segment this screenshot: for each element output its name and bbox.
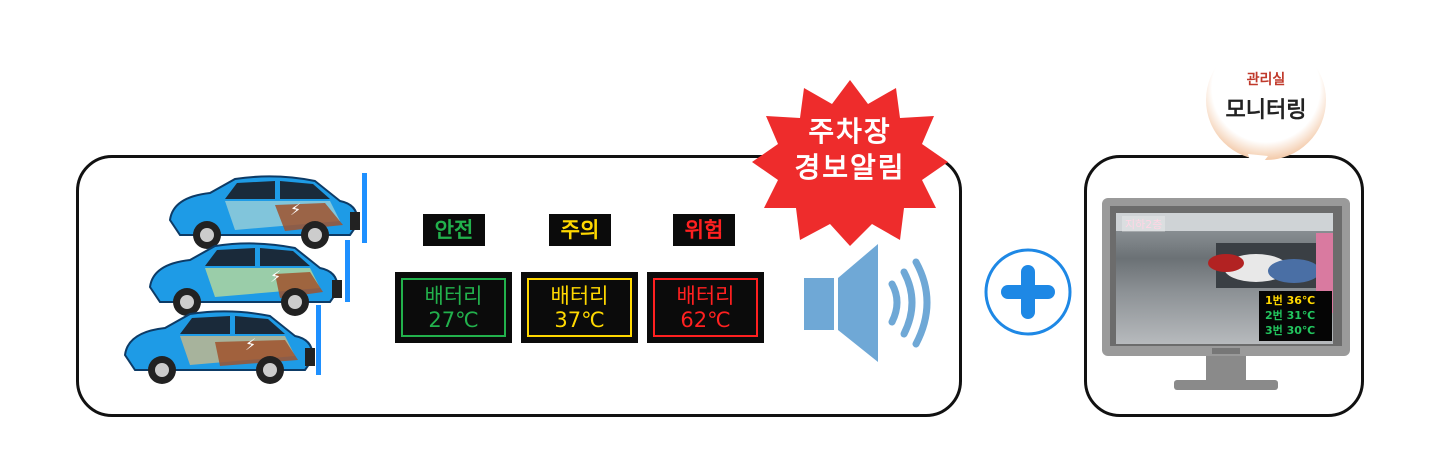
- reading-3: 3번 30℃: [1265, 324, 1316, 337]
- cctv-screen: 지하2층 1번 36℃ 2번 31℃ 3번 30℃: [1116, 213, 1333, 344]
- alert-line1: 주차장: [808, 115, 892, 148]
- status-safe-label: 안전: [423, 214, 485, 246]
- bubble-title: 모니터링: [1225, 98, 1307, 123]
- battery-temp: 27℃: [428, 307, 479, 332]
- electric-car-icon: ⚡: [148, 242, 339, 316]
- electric-cars-illustration: ⚡ ⚡ ⚡: [123, 173, 367, 384]
- battery-danger-box: 배터리 62℃: [647, 272, 764, 343]
- battery-title: 배터리: [676, 283, 735, 308]
- battery-temp: 62℃: [680, 307, 731, 332]
- alert-burst-icon: [752, 80, 948, 246]
- speaker-icon: [804, 244, 931, 362]
- temperature-overlay: 1번 36℃ 2번 31℃ 3번 30℃: [1259, 291, 1332, 341]
- electric-car-icon: ⚡: [123, 310, 314, 384]
- alert-text: 주차장 경보알림: [750, 114, 950, 186]
- camera-label: 지하2층: [1122, 216, 1166, 232]
- status-caution-label: 주의: [549, 214, 611, 246]
- reading-2: 2번 31℃: [1265, 309, 1316, 322]
- svg-text:⚡: ⚡: [245, 335, 256, 354]
- battery-caution-box: 배터리 37℃: [521, 272, 638, 343]
- svg-text:⚡: ⚡: [270, 267, 281, 286]
- speech-bubble-icon: [1206, 40, 1326, 174]
- battery-temp: 37℃: [554, 307, 605, 332]
- battery-safe-box: 배터리 27℃: [395, 272, 512, 343]
- battery-title: 배터리: [424, 283, 483, 308]
- electric-car-icon: ⚡: [168, 175, 359, 249]
- status-danger-label: 위험: [673, 214, 735, 246]
- battery-title: 배터리: [550, 283, 609, 308]
- svg-text:⚡: ⚡: [290, 200, 301, 219]
- reading-1: 1번 36℃: [1265, 294, 1316, 307]
- plus-icon: [984, 248, 1072, 336]
- bubble-subtitle: 관리실: [1246, 72, 1286, 88]
- alert-line2: 경보알림: [794, 151, 906, 184]
